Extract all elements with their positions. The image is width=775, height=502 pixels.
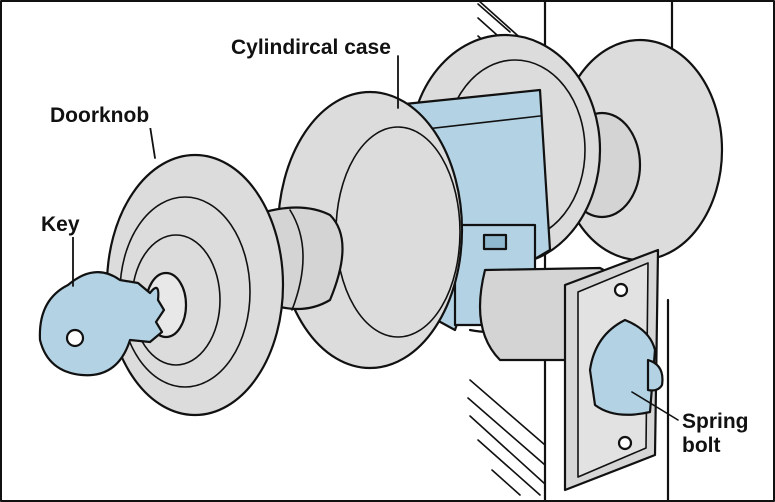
label-cylindrical-case: Cylindircal case [228, 36, 394, 60]
label-doorknob: Doorknob [47, 104, 153, 128]
spring-bolt [588, 318, 679, 421]
key [38, 271, 166, 377]
label-spring-bolt: Spring bolt [679, 410, 752, 458]
label-key: Key [38, 213, 83, 237]
leader-lines [72, 55, 399, 287]
label-spring-bolt-line1: Spring [682, 410, 749, 433]
wall-hatching [467, 0, 546, 496]
label-spring-bolt-line2: bolt [682, 434, 721, 457]
